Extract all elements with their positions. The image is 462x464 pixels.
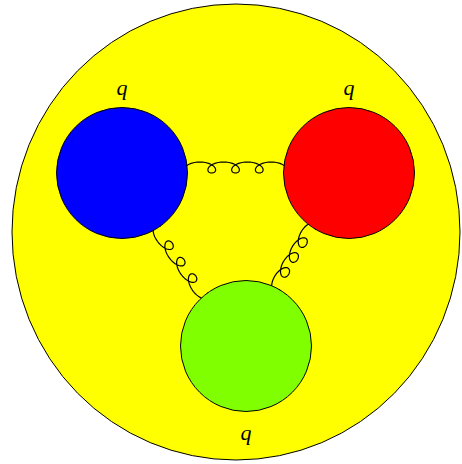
quark-shape	[283, 107, 415, 239]
quark-label: q	[241, 422, 252, 444]
baryon-circle	[12, 4, 460, 460]
quark-shape	[56, 107, 188, 239]
quark-fill	[181, 281, 312, 412]
quark-label: q	[344, 77, 355, 99]
gluon-spring	[184, 162, 287, 173]
quark-fill	[284, 108, 415, 239]
quark-circle: q	[283, 107, 415, 239]
quark-shape	[180, 280, 312, 412]
quark-circle: q	[180, 280, 312, 412]
gluon-spring	[153, 224, 209, 298]
quark-circle: q	[56, 107, 188, 239]
gluon-spring	[272, 223, 317, 292]
quark-label: q	[117, 77, 128, 99]
quark-fill	[57, 108, 188, 239]
